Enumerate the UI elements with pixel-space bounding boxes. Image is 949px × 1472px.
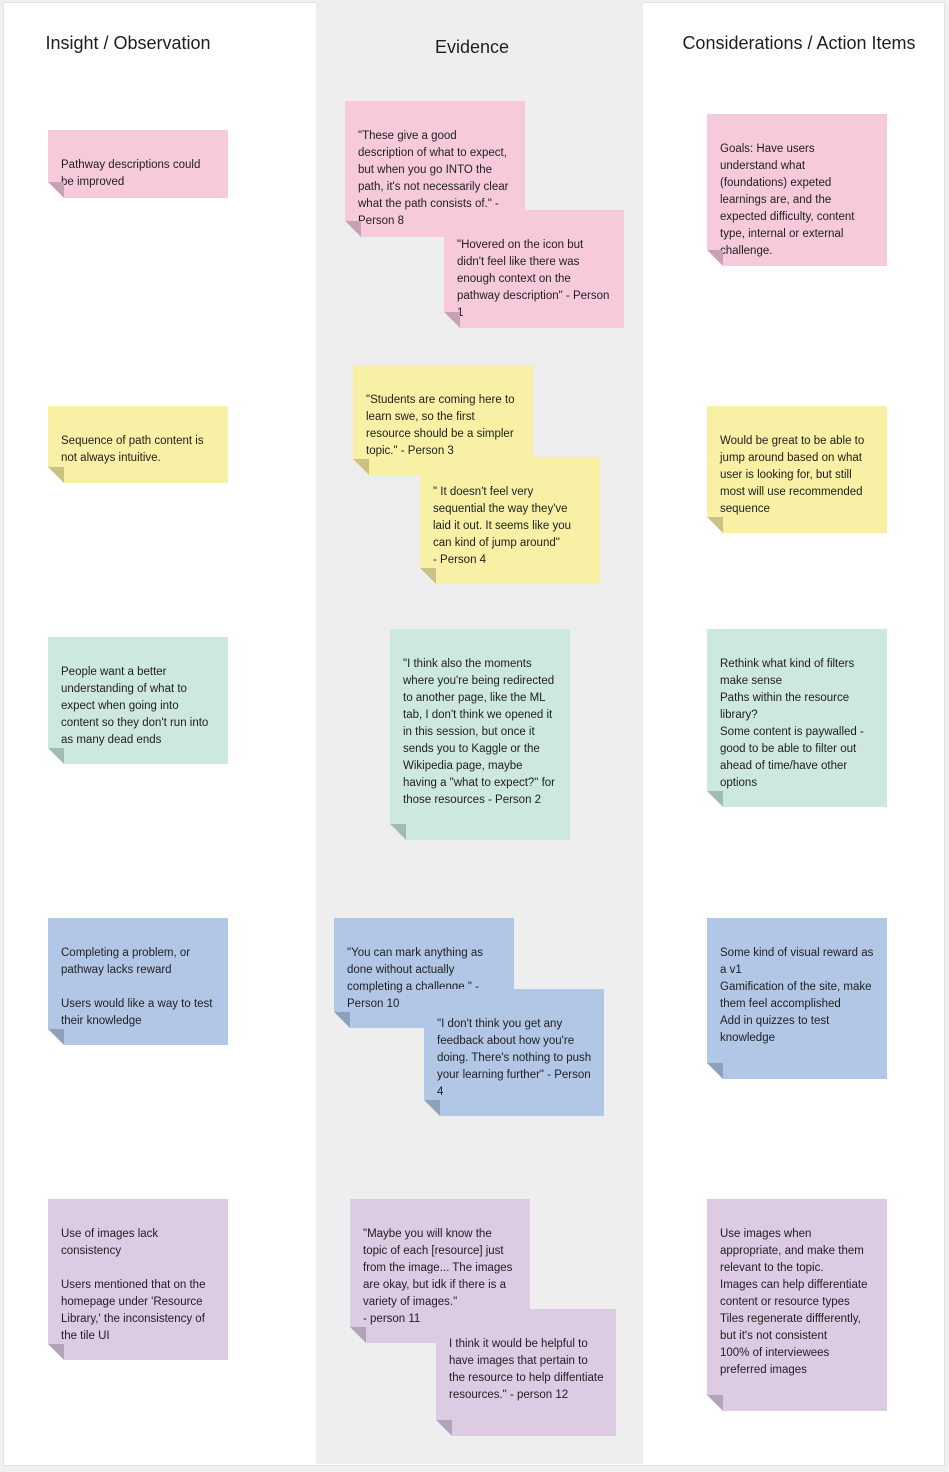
insight-sticky-1[interactable]: Pathway descriptions could be improved bbox=[48, 130, 228, 198]
evidence-sticky-5b[interactable]: I think it would be helpful to have imag… bbox=[436, 1309, 616, 1436]
evidence-sticky-3[interactable]: "I think also the moments where you're b… bbox=[390, 629, 570, 840]
sticky-text: Use of images lack consistency Users men… bbox=[61, 1228, 206, 1342]
sticky-text: "Hovered on the icon but didn't feel lik… bbox=[457, 239, 610, 319]
consideration-sticky-4[interactable]: Some kind of visual reward as a v1 Gamif… bbox=[707, 918, 887, 1079]
consideration-sticky-2[interactable]: Would be great to be able to jump around… bbox=[707, 406, 887, 533]
sticky-text: " It doesn't feel very sequential the wa… bbox=[433, 486, 572, 566]
sticky-text: Goals: Have users understand what (found… bbox=[720, 143, 855, 257]
sticky-text: "Maybe you will know the topic of each [… bbox=[363, 1228, 513, 1325]
sticky-text: Rethink what kind of filters make sense … bbox=[720, 658, 864, 789]
sticky-text: Pathway descriptions could be improved bbox=[61, 159, 201, 188]
insight-sticky-2[interactable]: Sequence of path content is not always i… bbox=[48, 406, 228, 483]
evidence-sticky-2b[interactable]: " It doesn't feel very sequential the wa… bbox=[420, 457, 600, 584]
evidence-sticky-1b[interactable]: "Hovered on the icon but didn't feel lik… bbox=[444, 210, 624, 328]
consideration-sticky-5[interactable]: Use images when appropriate, and make th… bbox=[707, 1199, 887, 1411]
evidence-sticky-4b[interactable]: "I don't think you get any feedback abou… bbox=[424, 989, 604, 1116]
sticky-text: People want a better understanding of wh… bbox=[61, 666, 209, 746]
sticky-text: Completing a problem, or pathway lacks r… bbox=[61, 947, 213, 1027]
sticky-text: Sequence of path content is not always i… bbox=[61, 435, 204, 464]
column-header-evidence: Evidence bbox=[434, 37, 510, 57]
insight-sticky-5[interactable]: Use of images lack consistency Users men… bbox=[48, 1199, 228, 1360]
evidence-sticky-2a[interactable]: "Students are coming here to learn swe, … bbox=[353, 365, 533, 475]
sticky-text: Some kind of visual reward as a v1 Gamif… bbox=[720, 947, 874, 1044]
insight-sticky-3[interactable]: People want a better understanding of wh… bbox=[48, 637, 228, 764]
sticky-text: "Students are coming here to learn swe, … bbox=[366, 394, 515, 457]
column-header-considerations: Considerations / Action Items bbox=[682, 33, 916, 53]
consideration-sticky-3[interactable]: Rethink what kind of filters make sense … bbox=[707, 629, 887, 807]
column-header-insight: Insight / Observation bbox=[45, 33, 211, 53]
sticky-text: "These give a good description of what t… bbox=[358, 130, 509, 227]
sticky-text: "I think also the moments where you're b… bbox=[403, 658, 556, 806]
sticky-text: "I don't think you get any feedback abou… bbox=[437, 1018, 592, 1098]
sticky-text: Use images when appropriate, and make th… bbox=[720, 1228, 868, 1376]
consideration-sticky-1[interactable]: Goals: Have users understand what (found… bbox=[707, 114, 887, 266]
insight-sticky-4[interactable]: Completing a problem, or pathway lacks r… bbox=[48, 918, 228, 1045]
sticky-text: I think it would be helpful to have imag… bbox=[449, 1338, 604, 1401]
sticky-text: Would be great to be able to jump around… bbox=[720, 435, 865, 515]
